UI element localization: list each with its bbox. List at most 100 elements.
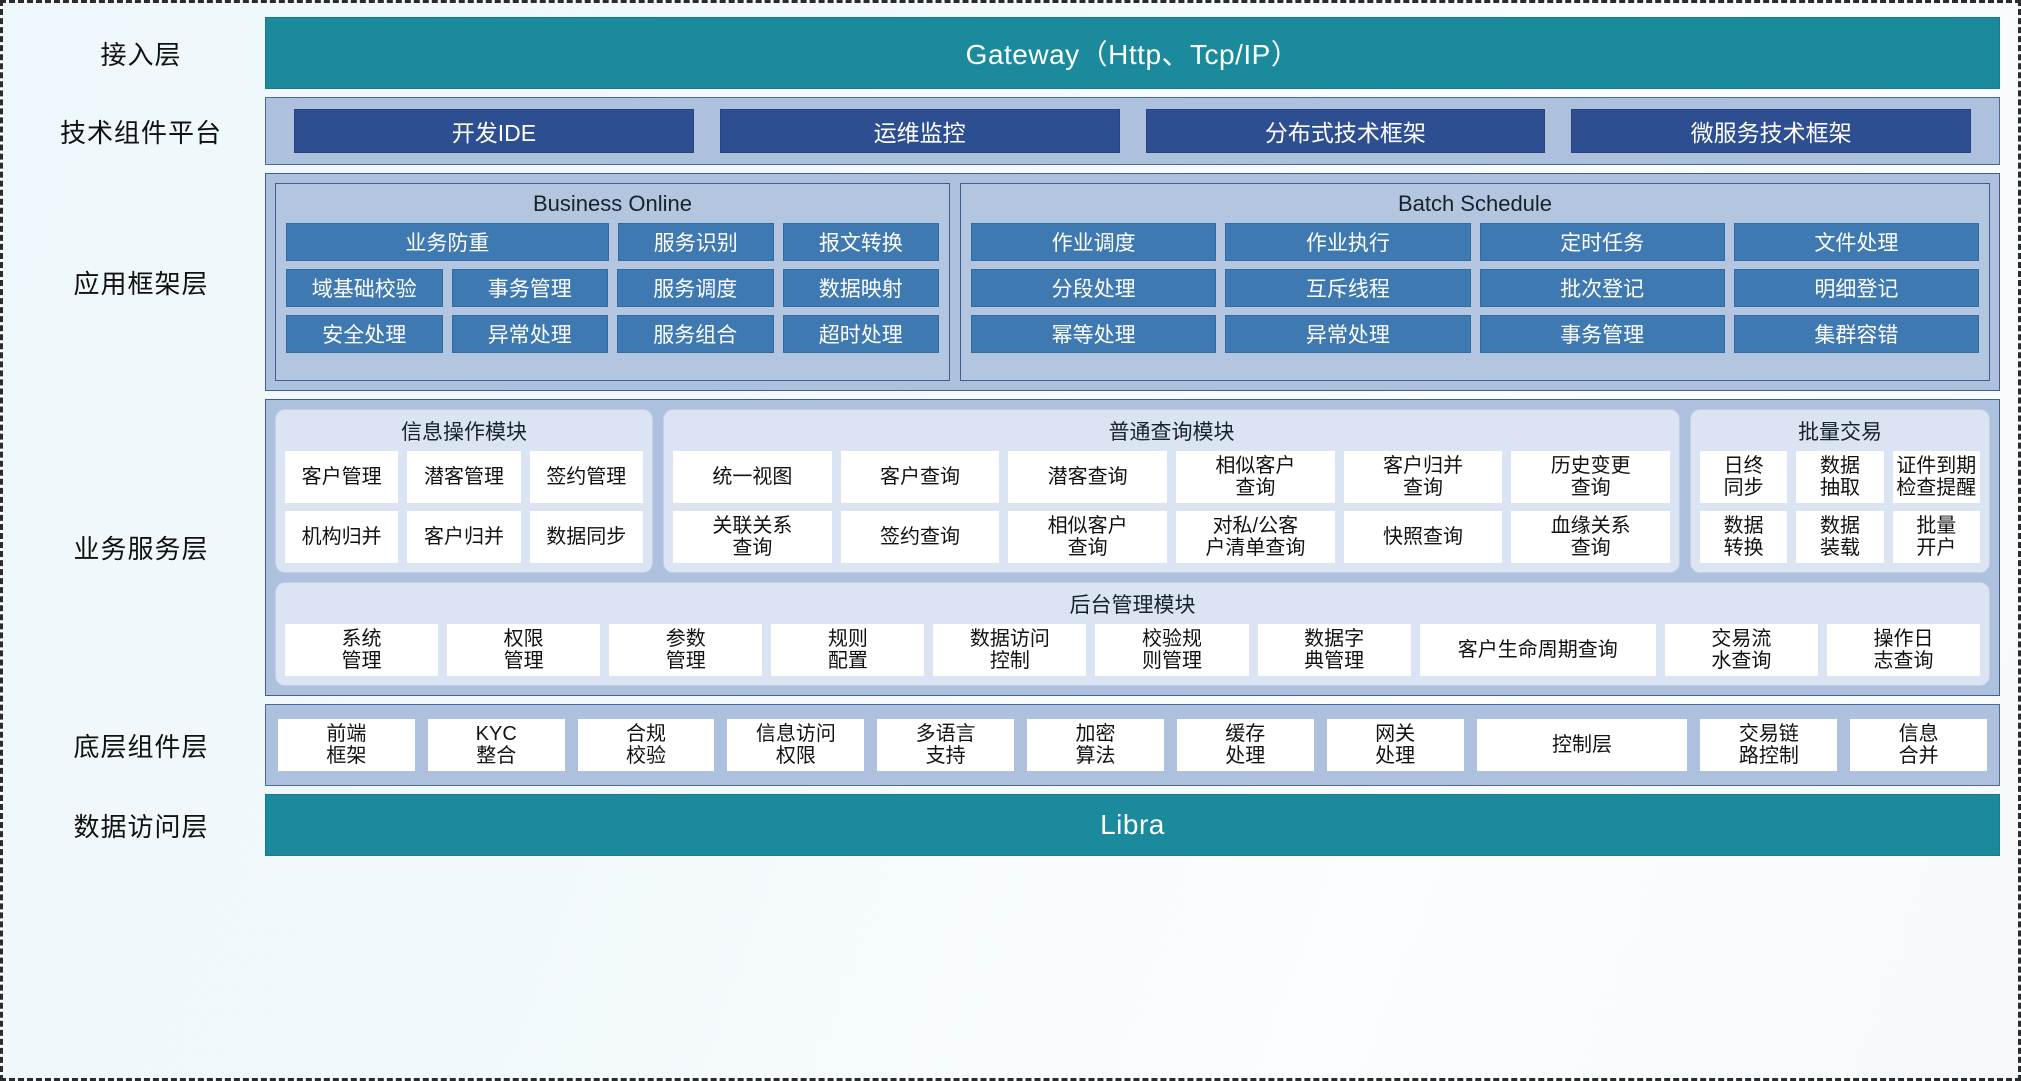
cell-prospect-management[interactable]: 潜客管理 <box>407 451 521 503</box>
cell-lineage-query[interactable]: 血缘关系 查询 <box>1511 511 1671 563</box>
cell-unified-view[interactable]: 统一视图 <box>673 451 832 503</box>
app-framework-row: 分段处理 互斥线程 批次登记 明细登记 <box>971 269 1979 307</box>
cell-data-transform[interactable]: 数据 转换 <box>1700 511 1788 563</box>
chip-domain-basic-validation[interactable]: 域基础校验 <box>286 269 443 307</box>
gateway-bar: Gateway（Http、Tcp/IP） <box>265 17 2000 89</box>
module-backend-admin: 后台管理模块 系统 管理 权限 管理 参数 管理 规则 配置 数据访问 控制 校… <box>275 582 1990 686</box>
cell-customer-query[interactable]: 客户查询 <box>840 451 1000 503</box>
chip-security-processing[interactable]: 安全处理 <box>286 315 443 353</box>
layer-data-access: 数据访问层 Libra <box>17 794 2000 856</box>
cell-data-dictionary-management[interactable]: 数据字 典管理 <box>1257 624 1411 676</box>
chip-timeout-processing[interactable]: 超时处理 <box>782 315 939 353</box>
cell-certificate-expiry-reminder[interactable]: 证件到期 检查提醒 <box>1892 451 1980 503</box>
business-service-panel: 信息操作模块 客户管理 潜客管理 签约管理 机构归并 客户归并 数据同步 <box>265 399 2000 696</box>
tech-item-ops-monitor[interactable]: 运维监控 <box>719 109 1120 153</box>
chip-file-processing[interactable]: 文件处理 <box>1733 223 1979 261</box>
group-title-batch-schedule: Batch Schedule <box>1397 191 1553 216</box>
module-info-operations: 信息操作模块 客户管理 潜客管理 签约管理 机构归并 客户归并 数据同步 <box>275 409 653 573</box>
cell-eod-sync[interactable]: 日终 同步 <box>1700 451 1788 503</box>
cell-customer-lifecycle-query[interactable]: 客户生命周期查询 <box>1419 624 1656 676</box>
cell-control-layer[interactable]: 控制层 <box>1476 719 1688 771</box>
cell-transaction-flow-query[interactable]: 交易流 水查询 <box>1664 624 1818 676</box>
chip-transaction-management-online[interactable]: 事务管理 <box>451 269 608 307</box>
chip-data-mapping[interactable]: 数据映射 <box>782 269 939 307</box>
cell-info-access-permission[interactable]: 信息访问 权限 <box>727 719 865 771</box>
tech-item-ide[interactable]: 开发IDE <box>294 109 694 153</box>
chip-service-composition[interactable]: 服务组合 <box>617 315 774 353</box>
layer-label-base-components: 底层组件层 <box>73 731 209 762</box>
cell-permission-management[interactable]: 权限 管理 <box>447 624 601 676</box>
cell-customer-merge-query[interactable]: 客户归并 查询 <box>1343 451 1503 503</box>
cell-encryption-algorithm[interactable]: 加密 算法 <box>1027 719 1164 771</box>
chip-service-scheduling[interactable]: 服务调度 <box>617 269 774 307</box>
chip-job-execution[interactable]: 作业执行 <box>1225 223 1471 261</box>
module-row: 数据 转换 数据 装载 批量 开户 <box>1700 511 1980 563</box>
app-framework-row: 幂等处理 异常处理 事务管理 集群容错 <box>971 315 1979 353</box>
cell-similar-customer-query-1[interactable]: 相似客户 查询 <box>1176 451 1335 503</box>
chip-business-dedup[interactable]: 业务防重 <box>286 223 609 261</box>
cell-operation-log-query[interactable]: 操作日 志查询 <box>1826 624 1981 676</box>
tech-item-distributed-framework[interactable]: 分布式技术框架 <box>1145 109 1546 153</box>
cell-validation-rule-management[interactable]: 校验规 则管理 <box>1095 624 1249 676</box>
cell-multilanguage-support[interactable]: 多语言 支持 <box>877 719 1015 771</box>
chip-exception-processing-batch[interactable]: 异常处理 <box>1225 315 1471 353</box>
cell-similar-customer-query-2[interactable]: 相似客户 查询 <box>1008 511 1168 563</box>
business-service-modules: 信息操作模块 客户管理 潜客管理 签约管理 机构归并 客户归并 数据同步 <box>275 409 1990 573</box>
cell-private-corporate-list-query[interactable]: 对私/公客 户清单查询 <box>1176 511 1335 563</box>
layer-label-app-framework: 应用框架层 <box>73 268 209 299</box>
cell-data-sync[interactable]: 数据同步 <box>529 511 643 563</box>
tech-platform-panel: 开发IDE 运维监控 分布式技术框架 微服务技术框架 <box>265 97 2000 165</box>
cell-compliance-validation[interactable]: 合规 校验 <box>577 719 715 771</box>
layer-label-tech-platform: 技术组件平台 <box>59 117 222 148</box>
chip-service-identify[interactable]: 服务识别 <box>617 223 774 261</box>
cell-data-access-control[interactable]: 数据访问 控制 <box>933 624 1087 676</box>
module-row: 机构归并 客户归并 数据同步 <box>285 511 643 563</box>
cell-gateway-processing[interactable]: 网关 处理 <box>1326 719 1464 771</box>
chip-mutex-thread[interactable]: 互斥线程 <box>1225 269 1471 307</box>
chip-job-scheduling[interactable]: 作业调度 <box>971 223 1217 261</box>
chip-segment-processing[interactable]: 分段处理 <box>971 269 1217 307</box>
chip-exception-processing-online[interactable]: 异常处理 <box>451 315 608 353</box>
app-framework-panel: Business Online 业务防重 服务识别 报文转换 域基础校验 事务管… <box>265 173 2000 391</box>
cell-info-merge[interactable]: 信息 合并 <box>1850 719 1988 771</box>
app-framework-row: 作业调度 作业执行 定时任务 文件处理 <box>971 223 1979 261</box>
cell-data-load[interactable]: 数据 装载 <box>1796 511 1884 563</box>
cell-transaction-link-control[interactable]: 交易链 路控制 <box>1700 719 1838 771</box>
chip-cluster-fault-tolerance[interactable]: 集群容错 <box>1733 315 1979 353</box>
chip-idempotent-processing[interactable]: 幂等处理 <box>971 315 1217 353</box>
module-batch-transaction: 批量交易 日终 同步 数据 抽取 证件到期 检查提醒 数据 转换 数据 装载 批… <box>1690 409 1990 573</box>
cell-kyc-integration[interactable]: KYC 整合 <box>427 719 565 771</box>
app-framework-row: 业务防重 服务识别 报文转换 <box>286 223 940 261</box>
chip-transaction-management-batch[interactable]: 事务管理 <box>1479 315 1725 353</box>
tech-item-microservice-framework[interactable]: 微服务技术框架 <box>1571 109 1971 153</box>
base-components-panel: 前端 框架 KYC 整合 合规 校验 信息访问 权限 多语言 支持 加密 算法 … <box>265 704 2000 786</box>
cell-relation-query[interactable]: 关联关系 查询 <box>673 511 832 563</box>
layer-tech-platform: 技术组件平台 开发IDE 运维监控 分布式技术框架 微服务技术框架 <box>17 97 2000 165</box>
cell-batch-account-open[interactable]: 批量 开户 <box>1892 511 1980 563</box>
cell-history-change-query[interactable]: 历史变更 查询 <box>1511 451 1671 503</box>
cell-contract-management[interactable]: 签约管理 <box>529 451 643 503</box>
cell-cache-processing[interactable]: 缓存 处理 <box>1176 719 1314 771</box>
module-title-info-operations: 信息操作模块 <box>401 421 527 444</box>
cell-rule-configuration[interactable]: 规则 配置 <box>771 624 925 676</box>
cell-data-extract[interactable]: 数据 抽取 <box>1796 451 1884 503</box>
cell-system-management[interactable]: 系统 管理 <box>285 624 439 676</box>
cell-org-merge[interactable]: 机构归并 <box>285 511 399 563</box>
layer-label-data-access: 数据访问层 <box>73 811 209 842</box>
chip-detail-registration[interactable]: 明细登记 <box>1733 269 1979 307</box>
cell-contract-query[interactable]: 签约查询 <box>840 511 1000 563</box>
group-title-business-online: Business Online <box>533 191 692 216</box>
chip-batch-registration[interactable]: 批次登记 <box>1479 269 1725 307</box>
cell-prospect-query[interactable]: 潜客查询 <box>1008 451 1168 503</box>
chip-timed-task[interactable]: 定时任务 <box>1479 223 1725 261</box>
layer-business-service: 业务服务层 信息操作模块 客户管理 潜客管理 签约管理 机构归并 <box>17 399 2000 696</box>
group-batch-schedule: Batch Schedule 作业调度 作业执行 定时任务 文件处理 分段处理 … <box>960 183 1990 381</box>
cell-customer-merge[interactable]: 客户归并 <box>407 511 521 563</box>
cell-frontend-framework[interactable]: 前端 框架 <box>278 719 415 771</box>
layer-label-access: 接入层 <box>100 39 182 70</box>
module-title-backend-admin: 后台管理模块 <box>1069 594 1196 617</box>
cell-snapshot-query[interactable]: 快照查询 <box>1343 511 1503 563</box>
cell-parameter-management[interactable]: 参数 管理 <box>609 624 763 676</box>
chip-message-transform[interactable]: 报文转换 <box>782 223 940 261</box>
cell-customer-management[interactable]: 客户管理 <box>285 451 399 503</box>
